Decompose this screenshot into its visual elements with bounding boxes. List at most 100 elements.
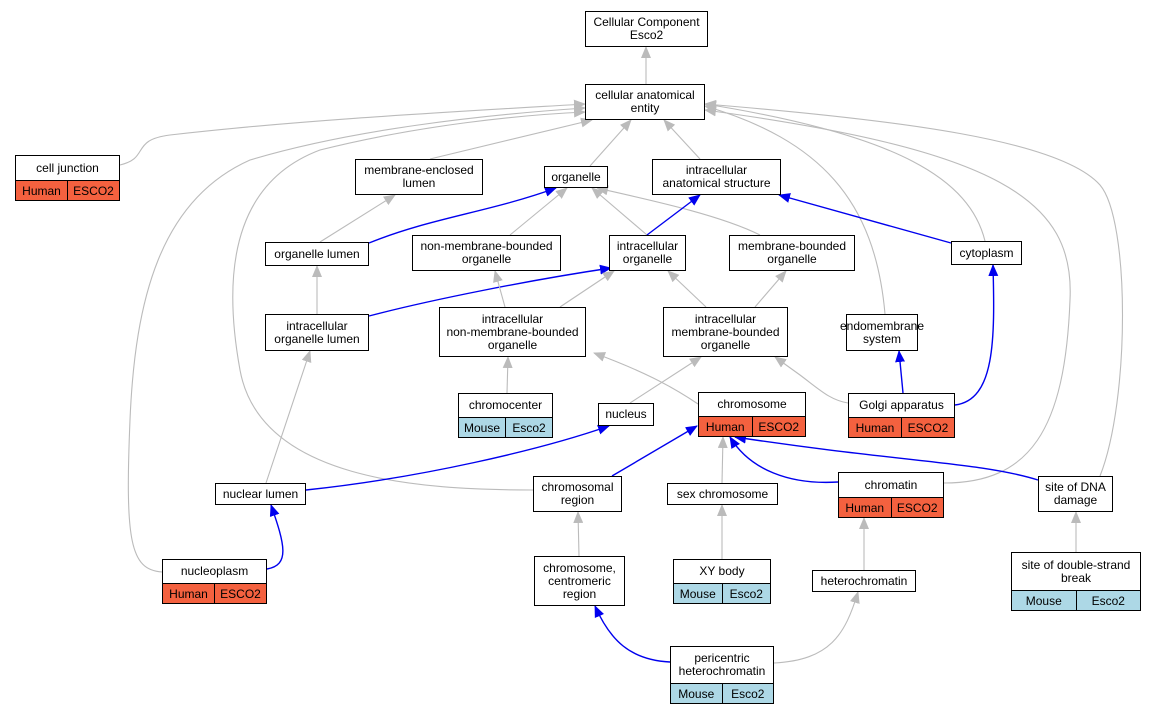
species-badge: Mouse bbox=[671, 684, 722, 703]
term-label: membrane-enclosed lumen bbox=[364, 163, 474, 190]
gene-badge: ESCO2 bbox=[901, 418, 954, 437]
term-node-cr[interactable]: chromosomal region bbox=[533, 476, 622, 512]
edge-chrom-to-cae bbox=[704, 106, 1071, 484]
term-node-imbo[interactable]: intracellular membrane-bounded organelle bbox=[663, 307, 788, 357]
term-node-nl[interactable]: nuclear lumen bbox=[215, 483, 306, 505]
gene-badge: Esco2 bbox=[721, 584, 770, 603]
term-label: membrane-bounded organelle bbox=[737, 239, 847, 266]
term-label: intracellular membrane-bounded organelle bbox=[671, 311, 780, 352]
edge-io-to-ias bbox=[646, 194, 701, 236]
species-badge: Human bbox=[16, 181, 67, 200]
edge-cr-to-chr bbox=[611, 425, 698, 477]
term-node-ccr[interactable]: chromosome, centromeric region bbox=[534, 556, 625, 606]
edge-nl-to-iol bbox=[265, 350, 312, 484]
term-node-cyto[interactable]: cytoplasm bbox=[951, 241, 1022, 265]
edge-sdd-to-cae bbox=[704, 99, 1124, 477]
edge-cj-to-cae bbox=[119, 99, 586, 166]
edge-sexchr-to-chr bbox=[717, 436, 728, 484]
term-node-sdd[interactable]: site of DNA damage bbox=[1038, 476, 1113, 512]
term-label: organelle bbox=[551, 169, 601, 184]
species-badge: Mouse bbox=[459, 418, 505, 437]
edge-ol-to-mel bbox=[319, 194, 396, 243]
term-node-io[interactable]: intracellular organelle bbox=[609, 235, 686, 271]
edge-imbo-to-io bbox=[667, 270, 707, 308]
term-label: nuclear lumen bbox=[222, 486, 299, 501]
term-label: chromocenter bbox=[468, 398, 543, 412]
edge-inmbo-to-nmbo bbox=[493, 270, 506, 308]
term-node-org[interactable]: organelle bbox=[544, 166, 608, 188]
term-label: intracellular organelle bbox=[616, 239, 679, 266]
edge-chr-to-inmbo bbox=[593, 352, 699, 405]
term-node-inmbo[interactable]: intracellular non-membrane-bounded organ… bbox=[439, 307, 586, 357]
term-label: chromosome, centromeric region bbox=[543, 560, 616, 601]
gene-badge: Esco2 bbox=[721, 684, 773, 703]
term-label: intracellular anatomical structure bbox=[662, 163, 771, 190]
term-label: sex chromosome bbox=[676, 486, 769, 501]
term-node-iol[interactable]: intracellular organelle lumen bbox=[265, 314, 369, 351]
edge-golgi-to-ems bbox=[895, 350, 906, 394]
edge-cyto-to-ias bbox=[778, 193, 952, 244]
gene-badge: ESCO2 bbox=[214, 584, 266, 603]
term-node-mel[interactable]: membrane-enclosed lumen bbox=[355, 159, 483, 195]
edge-chrom-to-chr bbox=[729, 436, 839, 484]
species-badge: Mouse bbox=[1012, 591, 1076, 610]
term-node-sexchr[interactable]: sex chromosome bbox=[667, 483, 778, 505]
edge-io-to-org bbox=[591, 187, 648, 236]
edge-phc-to-het bbox=[773, 591, 860, 664]
edge-cyto-to-cae bbox=[704, 100, 986, 242]
term-label: heterochromatin bbox=[820, 573, 908, 588]
term-label: site of double-strand break bbox=[1021, 557, 1131, 585]
term-node-ol[interactable]: organelle lumen bbox=[265, 242, 369, 266]
edge-mbo-to-org bbox=[596, 185, 761, 236]
edge-nmbo-to-org bbox=[509, 187, 568, 236]
edge-mel-to-cae bbox=[429, 117, 593, 160]
term-label: cell junction bbox=[36, 160, 99, 175]
species-badge: Mouse bbox=[674, 584, 722, 603]
edge-np-to-nl bbox=[266, 504, 284, 570]
term-label: chromatin bbox=[864, 477, 918, 492]
species-badge: Human bbox=[699, 417, 752, 436]
term-label: non-membrane-bounded organelle bbox=[420, 239, 553, 266]
gene-badge: ESCO2 bbox=[67, 181, 119, 200]
term-node-ems[interactable]: endomembrane system bbox=[839, 314, 925, 351]
term-label: intracellular organelle lumen bbox=[274, 318, 360, 346]
species-badge: Human bbox=[849, 418, 901, 437]
term-label: XY body bbox=[699, 564, 745, 578]
term-node-cc[interactable]: Cellular Component Esco2 bbox=[585, 11, 708, 47]
term-label: chromosomal region bbox=[541, 480, 614, 507]
edge-ol-to-org bbox=[368, 187, 557, 244]
term-node-het[interactable]: heterochromatin bbox=[812, 570, 916, 592]
term-node-cae[interactable]: cellular anatomical entity bbox=[585, 84, 705, 120]
edge-np-to-cae bbox=[127, 103, 586, 573]
term-label: Golgi apparatus bbox=[859, 398, 944, 412]
term-label: endomembrane system bbox=[839, 318, 925, 346]
term-node-nuc[interactable]: nucleus bbox=[598, 403, 654, 426]
term-node-ias[interactable]: intracellular anatomical structure bbox=[652, 159, 781, 195]
edge-org-to-cae bbox=[589, 119, 632, 167]
term-node-mbo[interactable]: membrane-bounded organelle bbox=[729, 235, 855, 271]
gene-badge: ESCO2 bbox=[751, 417, 805, 436]
edge-inmbo-to-io bbox=[559, 270, 615, 308]
term-node-nmbo[interactable]: non-membrane-bounded organelle bbox=[412, 235, 561, 271]
term-label: intracellular non-membrane-bounded organ… bbox=[446, 311, 579, 352]
term-label: organelle lumen bbox=[274, 246, 360, 261]
edge-ias-to-cae bbox=[663, 119, 701, 160]
term-label: nucleoplasm bbox=[180, 564, 249, 578]
